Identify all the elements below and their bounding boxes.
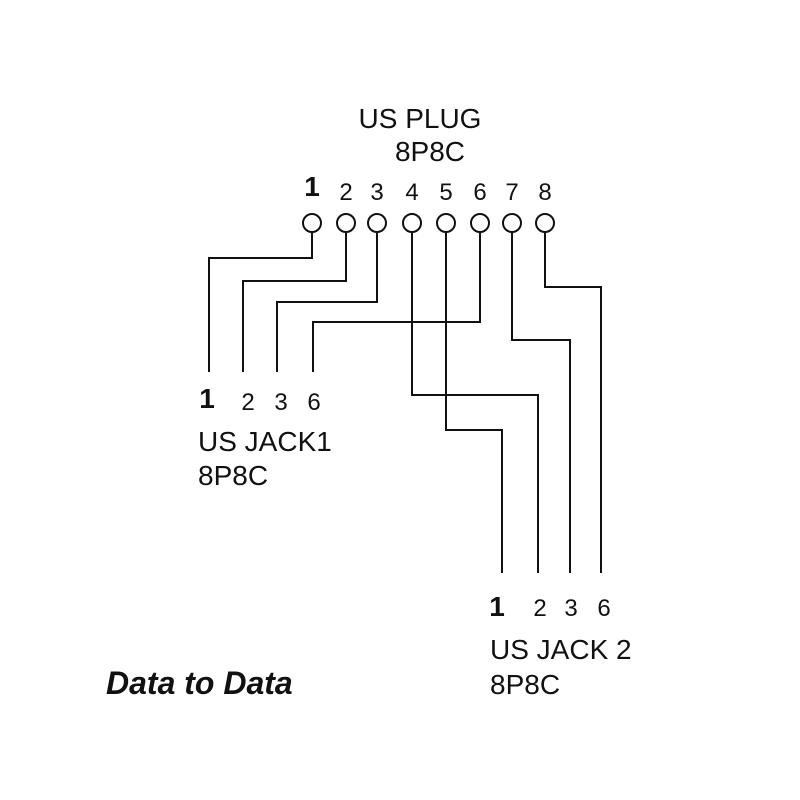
jack1-pin-label-2: 2 [241, 389, 254, 416]
jack1-pin-label-3: 3 [274, 389, 287, 416]
plug-pin-pad-2 [336, 213, 356, 233]
wire-plug8-jack2-pin6 [544, 232, 602, 573]
jack1-pin-label-1: 1 [199, 383, 215, 414]
jack1-subtitle: 8P8C [198, 460, 268, 491]
wire-plug7-jack2-pin3 [511, 232, 571, 573]
wire-plug3-jack1-pin3 [276, 232, 378, 372]
jack1-title: US JACK1 [198, 426, 332, 457]
plug-title: US PLUG [359, 103, 482, 134]
plug-pin-pad-6 [470, 213, 490, 233]
jack1-pin-label-6: 6 [307, 389, 320, 416]
plug-pin-pad-1 [302, 213, 322, 233]
jack2-pin-label-6: 6 [597, 595, 610, 622]
plug-pin-pad-4 [402, 213, 422, 233]
wire-plug5-jack2-pin1 [445, 232, 503, 573]
jack2-title: US JACK 2 [490, 634, 632, 665]
jack2-pin-label-3: 3 [564, 595, 577, 622]
plug-pin-pad-8 [535, 213, 555, 233]
plug-pin-pad-5 [436, 213, 456, 233]
wire-plug6-jack1-pin6 [312, 232, 481, 372]
plug-pin-label-2: 2 [339, 179, 352, 206]
diagram-caption: Data to Data [106, 665, 293, 701]
plug-pin-label-4: 4 [405, 179, 418, 206]
wire-plug1-jack1-pin1 [208, 232, 313, 372]
jack2-subtitle: 8P8C [490, 669, 560, 700]
plug-pin-label-6: 6 [473, 179, 486, 206]
plug-subtitle: 8P8C [395, 136, 465, 167]
plug-pin-label-1: 1 [304, 171, 320, 202]
wire-plug4-jack2-pin2 [411, 232, 539, 573]
plug-pin-label-7: 7 [505, 179, 518, 206]
wire-plug2-jack1-pin2 [242, 232, 347, 372]
plug-pin-pad-3 [367, 213, 387, 233]
plug-pin-label-5: 5 [439, 179, 452, 206]
jack2-pin-label-2: 2 [533, 595, 546, 622]
plug-pin-pads [302, 213, 555, 233]
wires [208, 232, 602, 573]
plug-pin-label-3: 3 [370, 179, 383, 206]
plug-pin-label-8: 8 [538, 179, 551, 206]
jack2-pin-label-1: 1 [489, 591, 505, 622]
plug-pin-pad-7 [502, 213, 522, 233]
